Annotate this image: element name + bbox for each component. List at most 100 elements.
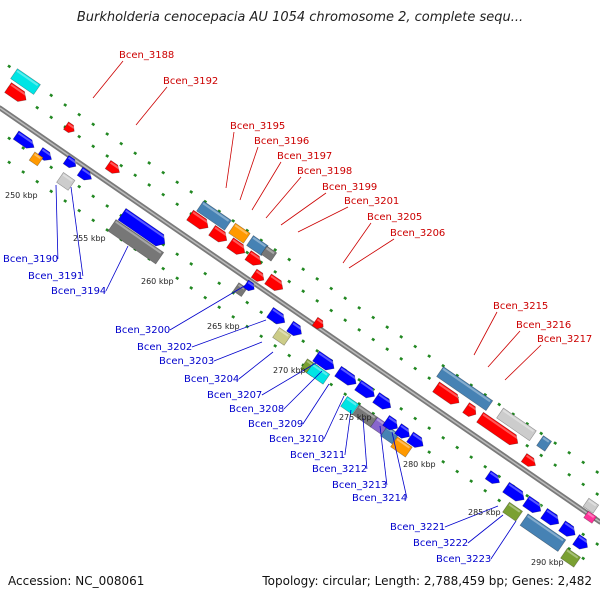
reverse-gene-label[interactable]: Bcen_3200 bbox=[115, 325, 170, 336]
tick-mark bbox=[581, 482, 586, 487]
gene-feature[interactable] bbox=[306, 362, 331, 385]
gene-feature[interactable] bbox=[266, 306, 289, 327]
gene-feature[interactable] bbox=[582, 497, 600, 514]
forward-gene-label[interactable]: Bcen_3196 bbox=[254, 136, 309, 147]
gene-feature[interactable] bbox=[352, 404, 378, 428]
gene-feature[interactable] bbox=[394, 423, 413, 442]
forward-gene-label[interactable]: Bcen_3215 bbox=[493, 301, 548, 312]
gene-shape bbox=[250, 268, 265, 282]
gene-feature[interactable] bbox=[462, 402, 480, 420]
tick-mark bbox=[567, 472, 572, 477]
forward-gene-label[interactable]: Bcen_3205 bbox=[367, 212, 422, 223]
gene-feature[interactable] bbox=[186, 209, 212, 232]
gene-feature[interactable] bbox=[62, 155, 79, 170]
reverse-gene-label[interactable]: Bcen_3210 bbox=[269, 434, 324, 445]
gene-feature[interactable] bbox=[484, 470, 502, 487]
reverse-gene-label[interactable]: Bcen_3221 bbox=[390, 522, 445, 533]
gene-feature[interactable] bbox=[536, 435, 553, 452]
forward-gene-label[interactable]: Bcen_3206 bbox=[390, 228, 445, 239]
gene-feature[interactable] bbox=[226, 237, 249, 258]
gene-feature[interactable] bbox=[76, 166, 94, 183]
gene-feature[interactable] bbox=[340, 396, 360, 415]
gene-shape bbox=[117, 208, 166, 247]
gene-feature[interactable] bbox=[436, 366, 494, 412]
gene-feature[interactable] bbox=[28, 151, 44, 167]
gene-feature[interactable] bbox=[334, 365, 360, 388]
gene-feature[interactable] bbox=[104, 159, 122, 176]
reverse-gene-label[interactable]: Bcen_3203 bbox=[159, 356, 214, 367]
tick-mark bbox=[105, 204, 110, 208]
gene-feature[interactable] bbox=[208, 224, 231, 245]
reverse-gene-label[interactable]: Bcen_3212 bbox=[312, 464, 367, 475]
gene-feature[interactable] bbox=[560, 547, 581, 568]
gene-feature[interactable] bbox=[558, 520, 579, 540]
gene-feature[interactable] bbox=[56, 172, 76, 191]
reverse-gene-label[interactable]: Bcen_3194 bbox=[51, 286, 106, 297]
gene-feature[interactable] bbox=[312, 350, 338, 373]
gene-feature[interactable] bbox=[432, 381, 463, 408]
reverse-gene-label[interactable]: Bcen_3223 bbox=[436, 554, 491, 565]
gene-feature[interactable] bbox=[354, 379, 378, 401]
gene-feature[interactable] bbox=[260, 245, 278, 262]
gene-feature[interactable] bbox=[496, 407, 537, 442]
gene-shine bbox=[247, 281, 255, 288]
forward-gene-label[interactable]: Bcen_3217 bbox=[537, 334, 592, 345]
gene-feature[interactable] bbox=[272, 327, 292, 346]
forward-gene-label[interactable]: Bcen_3198 bbox=[297, 166, 352, 177]
gene-feature[interactable] bbox=[406, 431, 427, 451]
reverse-gene-label[interactable]: Bcen_3204 bbox=[184, 374, 239, 385]
gene-feature[interactable] bbox=[520, 453, 538, 469]
reverse-gene-label[interactable]: Bcen_3208 bbox=[229, 404, 284, 415]
forward-gene-label[interactable]: Bcen_3197 bbox=[277, 151, 332, 162]
gene-feature[interactable] bbox=[107, 219, 165, 265]
gene-feature[interactable] bbox=[196, 200, 232, 231]
kbp-position-label: 260 kbp bbox=[141, 277, 174, 286]
gene-feature[interactable] bbox=[117, 208, 169, 249]
reverse-gene-label[interactable]: Bcen_3190 bbox=[3, 254, 58, 265]
gene-feature[interactable] bbox=[372, 392, 395, 413]
gene-feature[interactable] bbox=[572, 534, 591, 553]
gene-feature[interactable] bbox=[244, 250, 264, 269]
gene-shape bbox=[56, 172, 76, 191]
gene-feature[interactable] bbox=[250, 268, 267, 284]
forward-gene-label[interactable]: Bcen_3216 bbox=[516, 320, 571, 331]
gene-feature[interactable] bbox=[390, 436, 413, 458]
gene-feature[interactable] bbox=[10, 68, 41, 95]
gene-feature[interactable] bbox=[63, 121, 76, 135]
gene-shine bbox=[115, 220, 162, 254]
gene-feature[interactable] bbox=[519, 513, 567, 552]
gene-feature[interactable] bbox=[502, 481, 528, 504]
gene-feature[interactable] bbox=[12, 130, 37, 152]
gene-feature[interactable] bbox=[311, 316, 326, 331]
reverse-callout bbox=[467, 514, 504, 544]
forward-gene-label[interactable]: Bcen_3199 bbox=[322, 182, 377, 193]
gene-feature[interactable] bbox=[246, 235, 269, 257]
tick-mark bbox=[133, 173, 138, 178]
reverse-gene-label[interactable]: Bcen_3213 bbox=[332, 480, 387, 491]
reverse-gene-label[interactable]: Bcen_3191 bbox=[28, 271, 83, 282]
gene-feature[interactable] bbox=[522, 495, 545, 516]
reverse-gene-label[interactable]: Bcen_3214 bbox=[352, 493, 407, 504]
reverse-gene-label[interactable]: Bcen_3211 bbox=[290, 450, 345, 461]
reverse-gene-label[interactable]: Bcen_3202 bbox=[137, 342, 192, 353]
forward-gene-label[interactable]: Bcen_3192 bbox=[163, 76, 218, 87]
gene-feature[interactable] bbox=[502, 501, 523, 522]
reverse-gene-label[interactable]: Bcen_3222 bbox=[413, 538, 468, 549]
gene-feature[interactable] bbox=[382, 414, 401, 433]
tick-mark bbox=[497, 498, 502, 503]
gene-feature[interactable] bbox=[286, 320, 305, 339]
forward-gene-label[interactable]: Bcen_3188 bbox=[119, 50, 174, 61]
forward-gene-label[interactable]: Bcen_3195 bbox=[230, 121, 285, 132]
gene-feature[interactable] bbox=[583, 510, 597, 524]
gene-feature[interactable] bbox=[4, 82, 30, 105]
reverse-gene-label[interactable]: Bcen_3209 bbox=[248, 419, 303, 430]
forward-gene-label[interactable]: Bcen_3201 bbox=[344, 196, 399, 207]
reverse-gene-label[interactable]: Bcen_3207 bbox=[207, 390, 262, 401]
reverse-callout bbox=[191, 319, 267, 348]
gene-feature[interactable] bbox=[540, 508, 563, 528]
gene-feature[interactable] bbox=[476, 411, 522, 448]
gene-feature[interactable] bbox=[264, 273, 287, 294]
tick-mark bbox=[91, 218, 96, 223]
gene-feature[interactable] bbox=[228, 222, 251, 244]
